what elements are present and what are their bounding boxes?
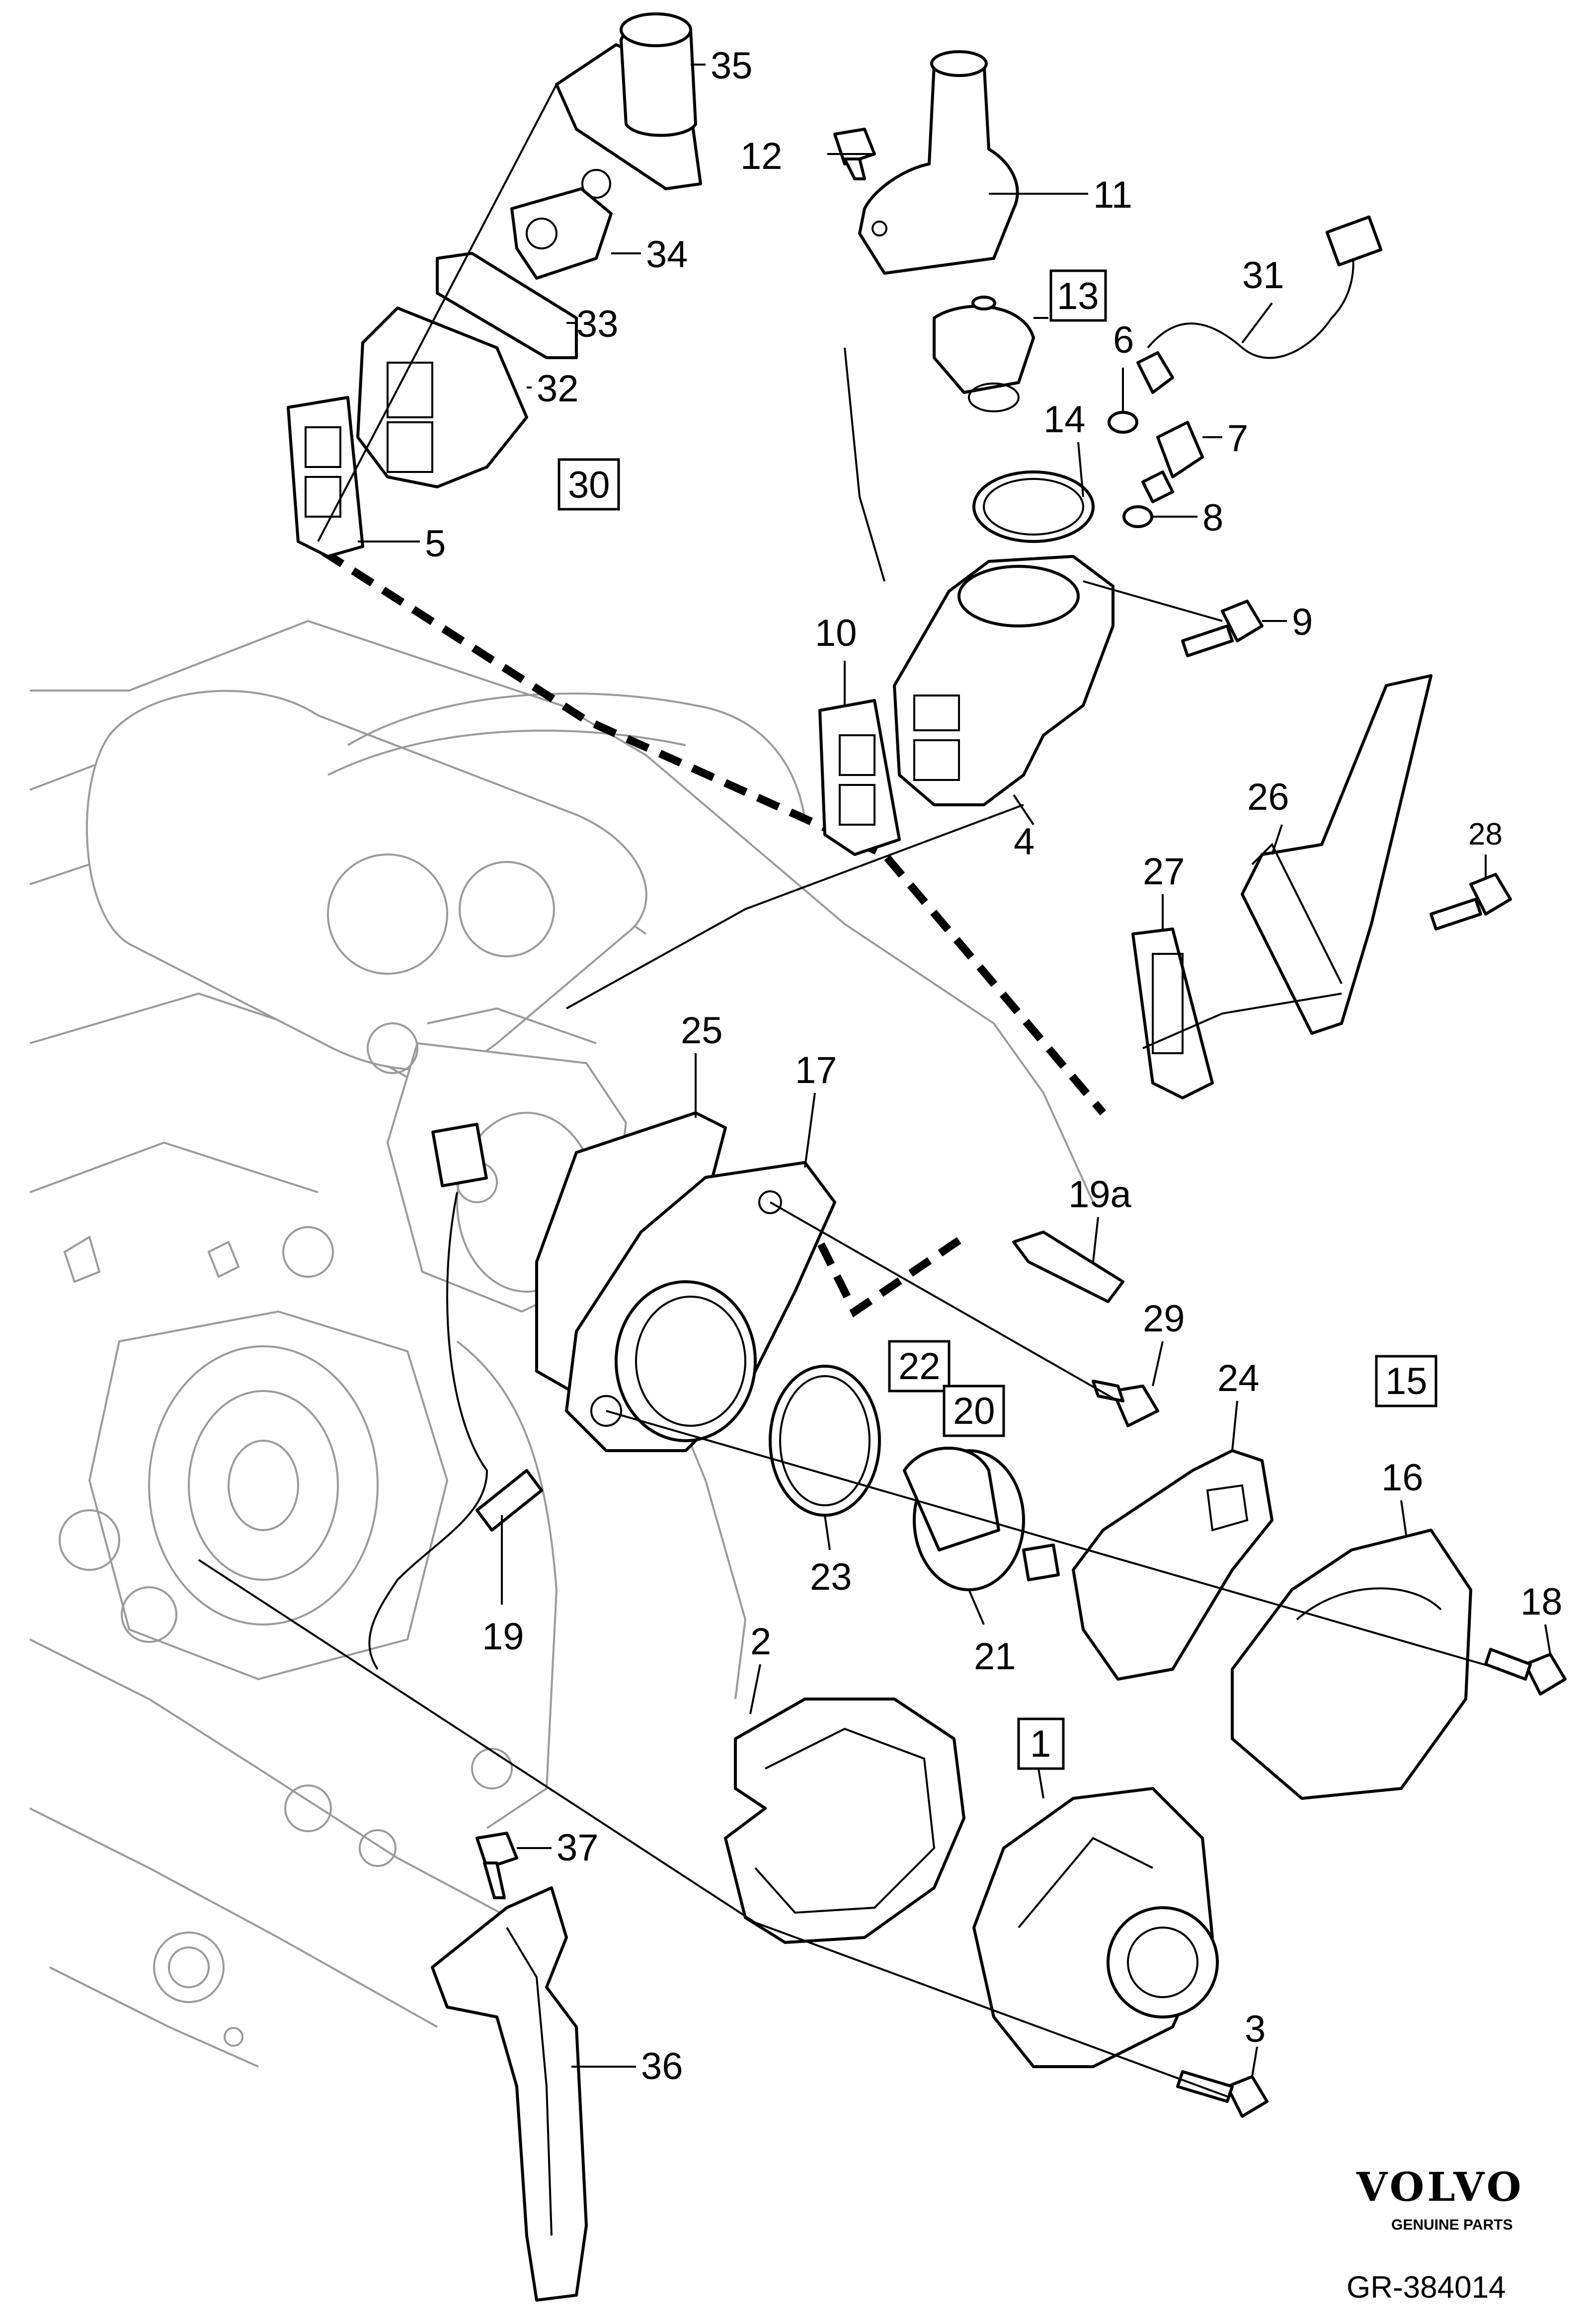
callout-36: 36 — [641, 2045, 683, 2088]
water-pump-1 — [972, 1787, 1219, 2068]
callout-23: 23 — [810, 1556, 852, 1598]
callout-4: 4 — [1014, 821, 1034, 863]
housing-17 — [565, 1161, 836, 1452]
callout-28: 28 — [1468, 817, 1503, 852]
callout-25: 25 — [681, 1009, 723, 1052]
callout-15: 15 — [1385, 1360, 1428, 1402]
callout-1: 1 — [1030, 1723, 1051, 1765]
callout-19: 19 — [482, 1616, 524, 1658]
bolt-29 — [1092, 1380, 1159, 1427]
temperature-sensor-31 — [1136, 215, 1383, 394]
gasket-10 — [818, 699, 901, 856]
callout-27: 27 — [1143, 851, 1185, 893]
sensor-7 — [1141, 421, 1204, 503]
callout-12: 12 — [740, 135, 783, 177]
callout-21: 21 — [974, 1635, 1016, 1678]
leader-lines — [198, 64, 1551, 2097]
thermostat-34 — [510, 169, 613, 280]
callout-26: 26 — [1247, 776, 1289, 818]
pipe-26 — [1241, 674, 1432, 1035]
dashed-route-lines — [320, 548, 1107, 1317]
callout-9: 9 — [1292, 601, 1313, 643]
gasket-24 — [1072, 1449, 1273, 1681]
callout-15-box — [1375, 1355, 1437, 1407]
bolt-28 — [1430, 873, 1512, 930]
callout-8: 8 — [1202, 497, 1223, 539]
gasket-2 — [724, 1698, 965, 1944]
o-ring-23 — [769, 1365, 881, 1517]
callout-34: 34 — [646, 233, 688, 276]
callout-29: 29 — [1143, 1298, 1185, 1340]
o-ring-14 — [972, 470, 1095, 543]
callout-16: 16 — [1381, 1457, 1424, 1499]
callout-37: 37 — [557, 1827, 599, 1869]
callout-labels: 35 12 11 34 13 31 33 6 32 14 7 30 8 5 9 … — [425, 45, 1563, 2088]
callout-30: 30 — [568, 464, 610, 506]
thermostat-13 — [933, 296, 1035, 412]
callout-1-box — [1017, 1717, 1065, 1770]
callout-22-box — [888, 1340, 951, 1393]
pin-19a — [1012, 1231, 1124, 1303]
callout-2: 2 — [750, 1621, 771, 1663]
outlet-pipe-11 — [858, 50, 1019, 275]
bolt-12 — [833, 128, 876, 180]
callout-13-box — [1049, 269, 1107, 322]
callout-18: 18 — [1520, 1581, 1563, 1623]
gasket-33 — [436, 252, 578, 359]
callout-31: 31 — [1242, 254, 1284, 297]
thermostat-21 — [903, 1447, 1060, 1591]
callout-22: 22 — [898, 1345, 941, 1388]
callout-17: 17 — [795, 1049, 837, 1091]
callout-5: 5 — [425, 523, 446, 565]
callout-7: 7 — [1227, 417, 1248, 460]
callout-19a: 19a — [1068, 1173, 1132, 1216]
callout-32: 32 — [537, 368, 579, 410]
diagram-reference-code: GR-384014 — [1347, 2270, 1506, 2305]
washer-8 — [1122, 505, 1153, 528]
brand-subtitle: GENUINE PARTS — [1391, 2217, 1512, 2233]
sensor-19 — [368, 1123, 543, 1670]
brand-wordmark: VOLVO — [1356, 2164, 1524, 2210]
bolt-18 — [1484, 1648, 1567, 1696]
callout-10: 10 — [815, 612, 857, 654]
callout-3: 3 — [1245, 2008, 1266, 2050]
callout-6: 6 — [1113, 319, 1134, 361]
callout-33: 33 — [576, 303, 619, 345]
callout-20-box — [943, 1385, 1005, 1437]
volvo-logo: VOLVO GENUINE PARTS — [1356, 2164, 1524, 2233]
thermostat-cover-35 — [555, 12, 702, 190]
pipe-36 — [431, 1886, 588, 2302]
callout-35: 35 — [711, 45, 753, 87]
callout-13: 13 — [1057, 275, 1099, 317]
water-outlet-housing-4 — [893, 555, 1114, 806]
housing-32 — [356, 307, 528, 488]
callout-30-box — [557, 458, 620, 511]
bolt-37 — [476, 1832, 518, 1899]
callout-20: 20 — [953, 1390, 995, 1432]
cover-16 — [1231, 1529, 1472, 1800]
bolt-9 — [1181, 600, 1264, 657]
gasket-5 — [287, 396, 364, 558]
washer-6 — [1108, 411, 1138, 434]
callout-14: 14 — [1043, 398, 1086, 441]
callout-11: 11 — [1093, 174, 1132, 216]
callout-24: 24 — [1217, 1357, 1260, 1399]
gasket-27 — [1131, 928, 1214, 1099]
